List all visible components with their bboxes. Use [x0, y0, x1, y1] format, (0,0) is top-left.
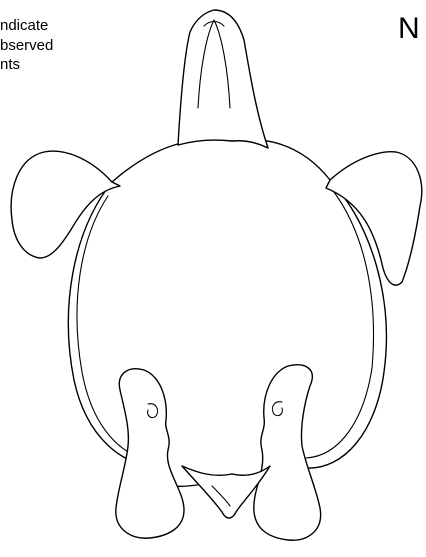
- head-outline: [178, 10, 268, 148]
